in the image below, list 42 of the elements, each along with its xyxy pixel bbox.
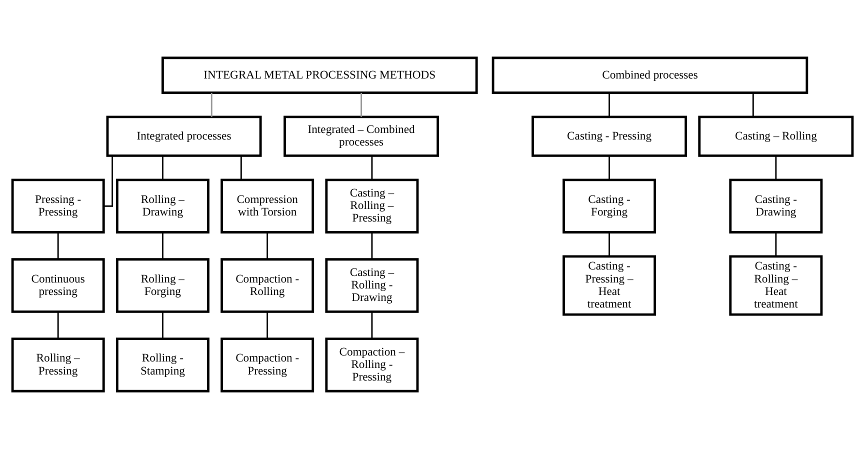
node-box: Casting – Rolling - Drawing bbox=[325, 258, 419, 313]
node-box: Integrated processes bbox=[106, 116, 262, 157]
connector bbox=[360, 92, 362, 117]
node-box: Casting – Rolling – Pressing bbox=[325, 178, 419, 234]
node-box: Combined processes bbox=[492, 56, 808, 94]
connector bbox=[104, 156, 114, 207]
node-box: Casting - Pressing – Heat treatment bbox=[562, 255, 656, 316]
node-box: Casting - Forging bbox=[562, 178, 656, 234]
connector bbox=[371, 232, 373, 260]
node-box: Pressing - Pressing bbox=[11, 178, 105, 234]
node-box: INTEGRAL METAL PROCESSING METHODS bbox=[162, 56, 478, 94]
node-box: Rolling - Stamping bbox=[116, 338, 210, 392]
connector bbox=[608, 92, 610, 117]
connector bbox=[371, 312, 373, 339]
node-box: Compression with Torsion bbox=[220, 178, 314, 234]
connector bbox=[608, 232, 610, 256]
connector bbox=[266, 312, 268, 339]
node-box: Rolling – Drawing bbox=[116, 178, 210, 234]
node-box: Casting - Drawing bbox=[729, 178, 823, 234]
node-box: Casting – Rolling bbox=[698, 116, 854, 157]
connector bbox=[775, 156, 777, 180]
connector bbox=[162, 156, 164, 180]
node-box: Integrated – Combined processes bbox=[284, 116, 440, 157]
connector bbox=[266, 232, 268, 260]
node-box: Compaction - Pressing bbox=[220, 338, 314, 392]
node-box: Rolling – Pressing bbox=[11, 338, 105, 392]
connector bbox=[210, 92, 212, 117]
connector bbox=[57, 232, 59, 260]
connector bbox=[162, 232, 164, 260]
connector bbox=[57, 312, 59, 339]
connector bbox=[240, 156, 242, 180]
node-box: Compaction – Rolling - Pressing bbox=[325, 338, 419, 392]
connector bbox=[608, 156, 610, 180]
node-box: Compaction - Rolling bbox=[220, 258, 314, 313]
node-box: Casting - Rolling – Heat treatment bbox=[729, 255, 823, 316]
connector bbox=[162, 312, 164, 339]
node-box: Casting - Pressing bbox=[532, 116, 688, 157]
connector bbox=[752, 92, 754, 117]
node-box: Rolling – Forging bbox=[116, 258, 210, 313]
connector bbox=[775, 232, 777, 256]
node-box: Continuous pressing bbox=[11, 258, 105, 313]
connector bbox=[371, 156, 373, 180]
